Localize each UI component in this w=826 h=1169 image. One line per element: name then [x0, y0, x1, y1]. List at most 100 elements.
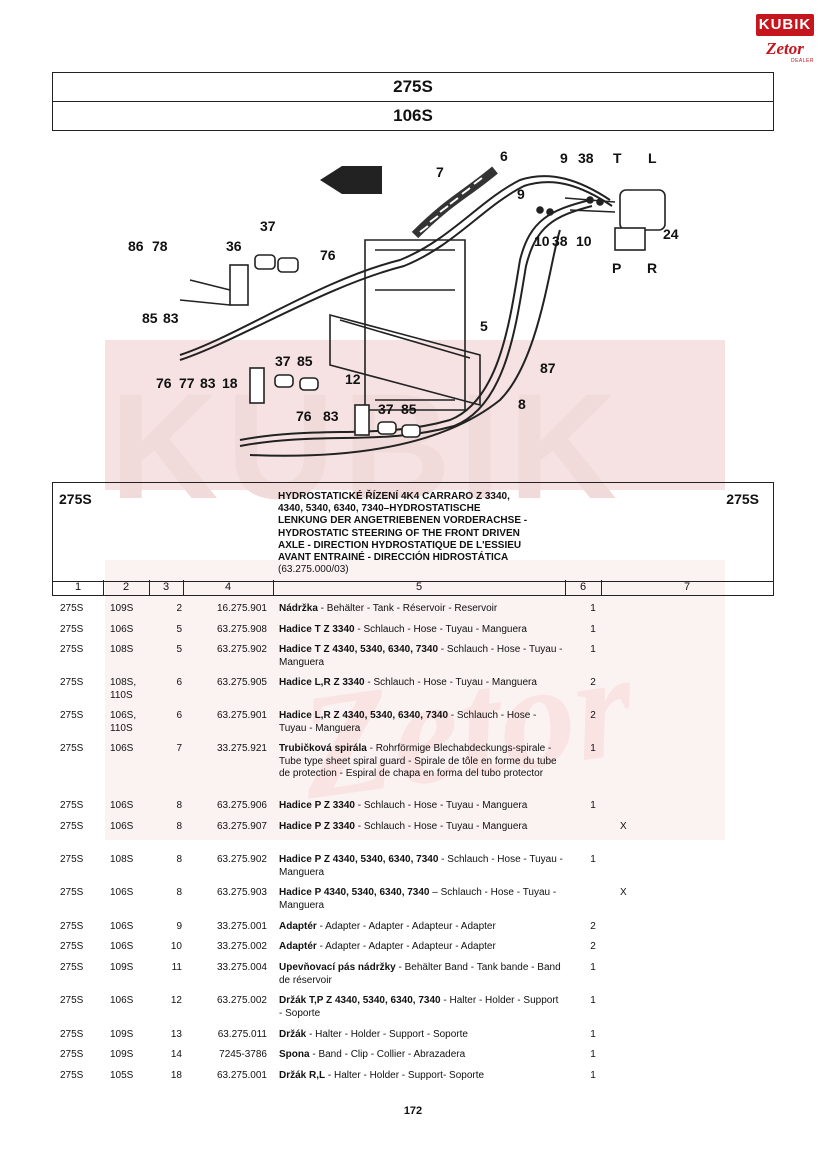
cell-description: Hadice L,R Z 4340, 5340, 6340, 7340 - Sc…	[279, 710, 564, 735]
column-header-7: 7	[683, 581, 691, 593]
cell-part-number: 33.275.001	[216, 921, 267, 932]
cell-part-number: 63.275.905	[216, 677, 267, 688]
cell-position: 10	[170, 941, 182, 952]
cell-group: 106S	[110, 941, 133, 954]
info-model-right: 275S	[726, 491, 759, 507]
cell-quantity: 1	[590, 800, 596, 811]
cell-quantity: 2	[590, 710, 596, 721]
cell-group: 106S	[110, 743, 133, 756]
callout-85c: 85	[401, 401, 417, 417]
callout-38b: 38	[552, 233, 568, 249]
description-name: Hadice P 4340, 5340, 6340, 7340	[279, 887, 430, 898]
cell-part-number: 63.275.908	[216, 624, 267, 635]
description-translations: - Schlauch - Hose - Tuyau - Manguera	[279, 710, 537, 734]
callout-12: 12	[345, 371, 361, 387]
description-name: Držák R,L	[279, 1070, 326, 1081]
column-header-4: 4	[183, 580, 274, 595]
cell-quantity: 1	[590, 624, 596, 635]
cell-position: 5	[176, 644, 182, 655]
cell-position: 2	[176, 603, 182, 614]
cell-part-number: 63.275.001	[216, 1070, 267, 1081]
callout-5: 5	[480, 318, 488, 334]
cell-group: 106S,110S	[110, 710, 136, 735]
watermark-kubik: KUBIK	[110, 362, 625, 530]
description-translations: - Band - Clip - Collier - Abrazadera	[309, 1049, 466, 1060]
description-translations: - Schlauch - Hose - Tuyau - Manguera	[364, 677, 537, 688]
cell-part-number: 63.275.902	[216, 644, 267, 655]
watermark-band-top	[105, 340, 725, 490]
cell-position: 14	[170, 1049, 182, 1060]
callout-R: R	[647, 260, 658, 276]
cell-model: 275S	[60, 677, 84, 688]
cell-part-number: 33.275.004	[216, 962, 267, 973]
description-name: Držák T,P Z 4340, 5340, 6340, 7340	[279, 995, 441, 1006]
logo-zetor: Zetor	[766, 39, 804, 58]
description-translations: - Schlauch - Hose - Tuyau - Manguera	[354, 624, 527, 635]
column-header-2: 2	[103, 580, 150, 595]
cell-group: 106S	[110, 995, 133, 1008]
cell-group: 109S	[110, 1029, 133, 1042]
callout-76c: 76	[296, 408, 312, 424]
cell-description: Adaptér - Adapter - Adapter - Adapteur -…	[279, 921, 564, 934]
cell-description: Trubičková spirála - Rohrförmige Blechab…	[279, 743, 564, 781]
description-translations: - Behälter Band - Tank bande - Band de r…	[279, 962, 561, 986]
column-header-6: 6	[565, 580, 602, 595]
callout-10b: 10	[576, 233, 592, 249]
callout-7: 7	[436, 164, 444, 180]
cell-model: 275S	[60, 644, 84, 655]
callout-10: 10	[534, 233, 550, 249]
cell-group-part: 108S	[110, 644, 134, 655]
cell-part-number: 63.275.907	[216, 821, 267, 832]
title-line: HYDROSTATICKÉ ŘÍZENÍ 4K4 CARRARO Z 3340,	[278, 491, 510, 502]
cell-model: 275S	[60, 921, 84, 932]
cell-group: 106S	[110, 821, 133, 834]
cell-position: 11	[171, 962, 182, 973]
cell-group-part: 108S	[110, 854, 134, 865]
cell-position: 8	[176, 854, 182, 865]
description-name: Adaptér	[279, 921, 317, 932]
description-name: Trubičková spirála	[279, 743, 367, 754]
callout-L: L	[648, 150, 657, 166]
cell-group: 108S,110S	[110, 677, 136, 702]
info-model-left: 275S	[59, 491, 92, 507]
title-line: AXLE - DIRECTION HYDROSTATIQUE DE L'ESSI…	[278, 539, 522, 551]
description-name: Hadice T Z 4340, 5340, 6340, 7340	[279, 644, 438, 655]
group-info-box: 275S HYDROSTATICKÉ ŘÍZENÍ 4K4 CARRARO Z …	[52, 482, 774, 582]
description-translations: - Schlauch - Hose - Tuyau - Manguera	[354, 821, 528, 832]
cell-group-part: 109S	[110, 1029, 134, 1040]
callout-83: 83	[163, 310, 179, 326]
cell-model: 275S	[60, 854, 84, 865]
cell-group: 108S	[110, 854, 133, 867]
group-code: (63.275.000/03)	[278, 564, 349, 576]
callout-76b: 76	[156, 375, 172, 391]
cell-model: 275S	[60, 941, 84, 952]
model-title: 275S	[393, 77, 433, 96]
cell-group: 108S	[110, 644, 133, 657]
description-name: Hadice L,R Z 4340, 5340, 6340, 7340	[279, 710, 448, 721]
callout-37b: 37	[275, 353, 291, 369]
description-translations: - Schlauch - Hose - Tuyau - Manguera	[354, 800, 528, 811]
cell-part-number: 63.275.011	[217, 1029, 267, 1040]
diagram-drawing	[179, 166, 666, 457]
callout-77: 77	[179, 375, 195, 391]
description-translations: - Schlauch - Hose - Tuyau - Manguera	[279, 854, 563, 878]
cell-quantity: 2	[590, 941, 596, 952]
callout-T: T	[613, 150, 622, 166]
cell-part-number: 63.275.903	[216, 887, 267, 898]
description-name: Spona	[279, 1049, 310, 1060]
cell-description: Držák R,L - Halter - Holder - Support- S…	[279, 1070, 564, 1083]
description-translations: - Halter - Holder - Support - Soporte	[279, 995, 559, 1019]
cell-note: X	[620, 887, 627, 898]
title-line: HYDROSTATIC STEERING OF THE FRONT DRIVEN	[278, 527, 520, 539]
description-name: Upevňovací pás nádržky	[279, 962, 396, 973]
cell-position: 12	[170, 995, 182, 1006]
cell-quantity: 1	[590, 603, 596, 614]
callout-9: 9	[560, 150, 568, 166]
cell-part-number: 63.275.901	[216, 710, 267, 721]
cell-position: 6	[176, 710, 182, 721]
callout-76: 76	[320, 247, 336, 263]
direction-arrow-icon	[320, 166, 382, 194]
cell-quantity: 1	[590, 995, 596, 1006]
cell-quantity: 1	[590, 854, 596, 865]
callout-78: 78	[152, 238, 168, 254]
